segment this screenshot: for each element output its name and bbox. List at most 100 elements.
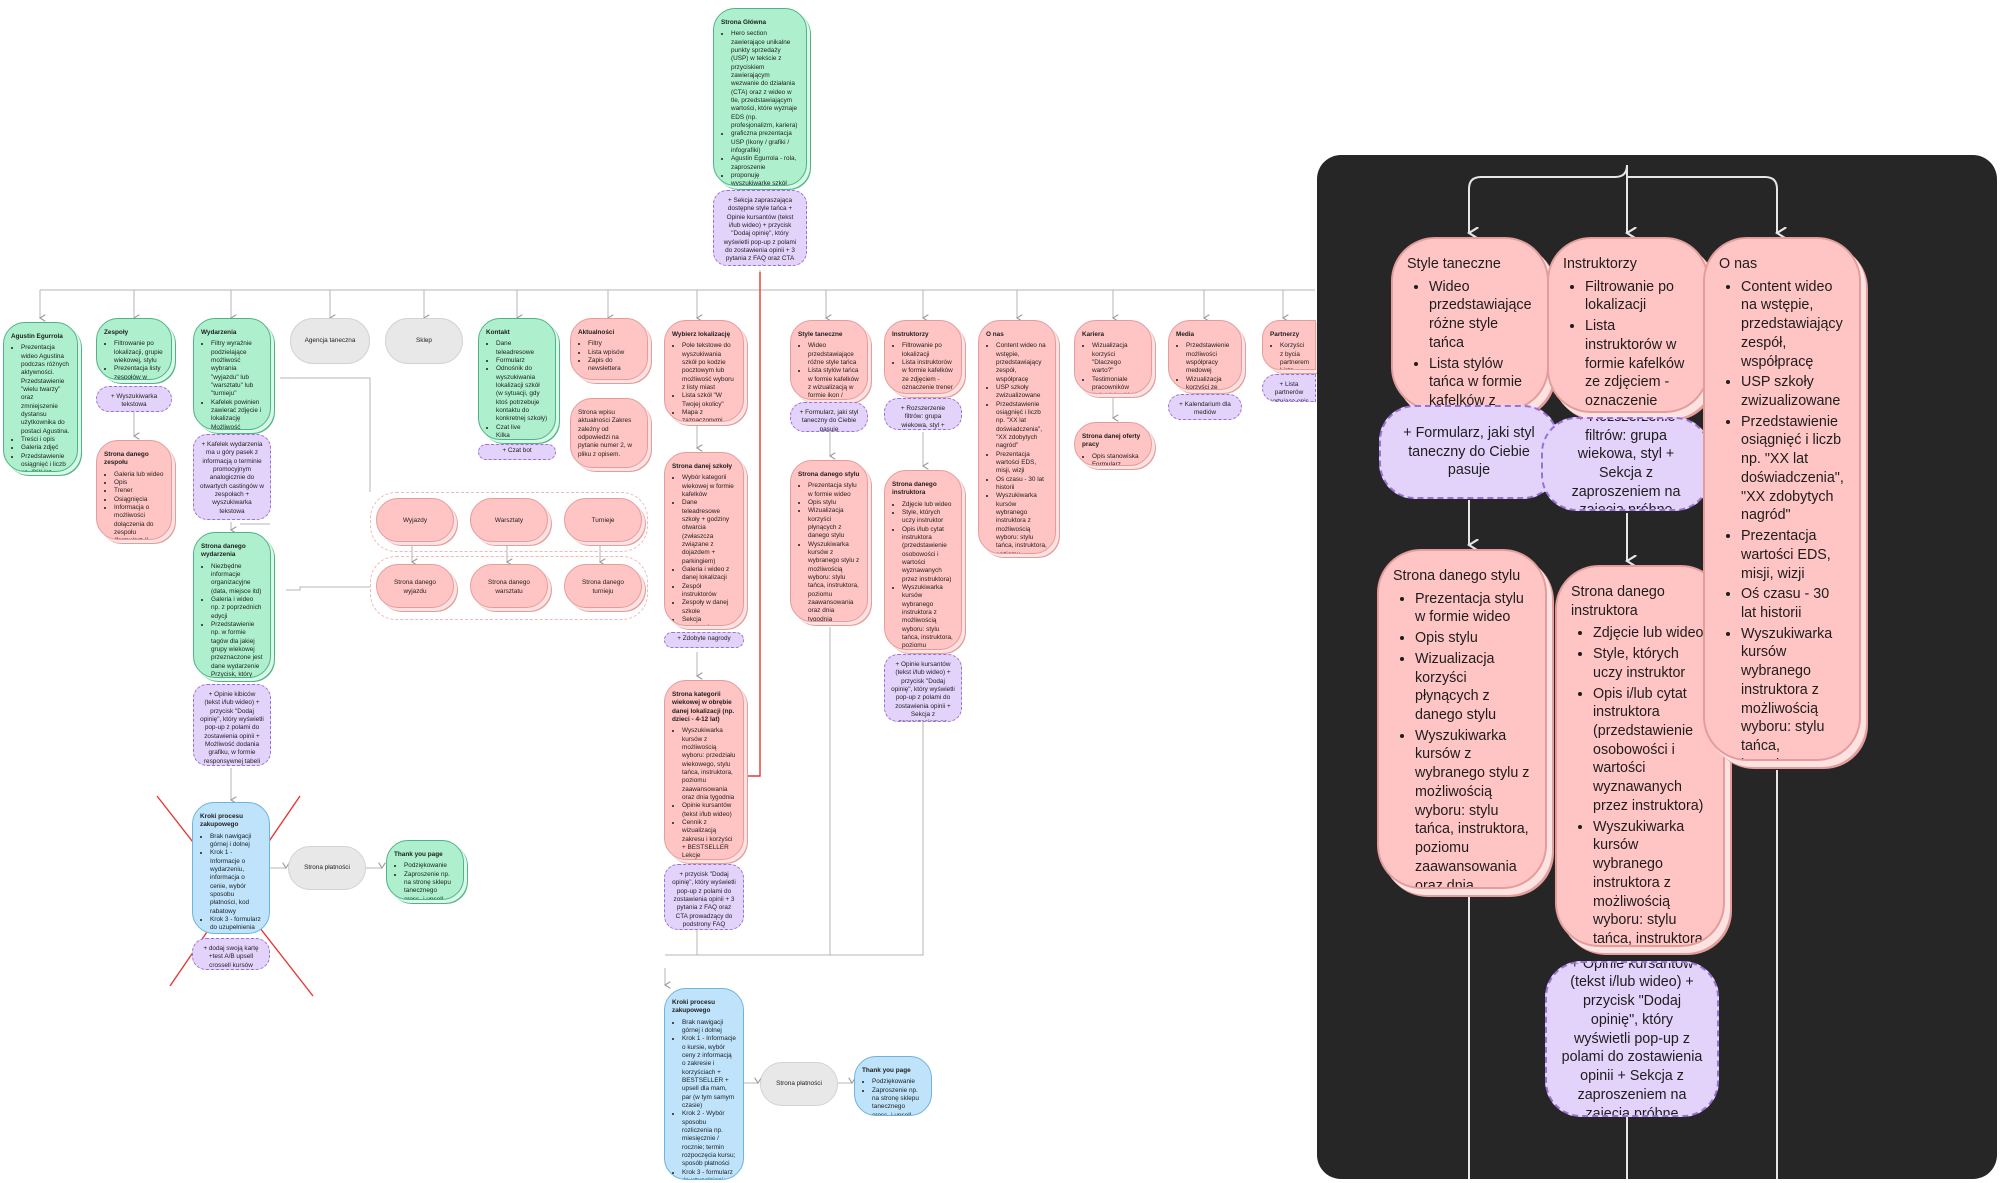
bullet-list: Brak nawigacji górnej i dolnejKrok 1 - I…: [672, 1019, 736, 1179]
list-item: Oś czasu - 30 lat historii: [996, 476, 1048, 493]
bullet-list: Hero section zawierające unikalne punkty…: [721, 30, 799, 185]
node-media-add: + Kalendarium dla mediów: [1168, 394, 1242, 420]
list-item: Wyszukiwarka kursów wybranego instruktor…: [1593, 818, 1709, 945]
node-instruktorzy: Instruktorzy Filtrowanie po lokalizacjiL…: [884, 320, 962, 394]
list-item: Style, których uczy instruktor: [902, 509, 954, 526]
node-kariera: Kariera Wizualizacja korzyści "Dlaczego …: [1074, 320, 1152, 394]
node-kategoria-page: Strona kategorii wiekowej w obrębie dane…: [664, 680, 744, 860]
bullet-list: Dane teleadresoweFormularzOdnośnik do wy…: [486, 340, 548, 439]
node-sklep: Sklep: [385, 318, 463, 364]
list-item: Testimoniale pracowników (tekst lub wide…: [1092, 376, 1144, 393]
list-item: Wizualizacja korzyści płynących z danego…: [808, 507, 860, 540]
list-item: Przedstawienie osiągnięć i liczb np. "XX…: [1741, 413, 1845, 525]
node-strona-glowna: Strona Główna Hero section zawierające u…: [713, 8, 807, 186]
bullet-list: Niezbędne informacje organizacyjne (data…: [201, 563, 263, 677]
list-item: Wyszukiwarka kursów wybranego instruktor…: [996, 492, 1048, 553]
node-proces-zakupowy-2: Kroki procesu zakupowego Brak nawigacji …: [664, 988, 744, 1180]
bullet-list: Content wideo na wstępie, przedstawiając…: [1719, 278, 1845, 759]
list-item: Trener: [114, 487, 164, 495]
list-item: Filtry: [588, 340, 640, 348]
list-item: Kilka najczęstszych pytań FAQ z odnośnik…: [496, 432, 548, 439]
node-agencja: Agencja taneczna: [290, 318, 370, 364]
list-item: Kafelek powinien zawierać zdjęcie i loka…: [211, 399, 263, 424]
events-pages-group: [370, 556, 648, 620]
list-item: Wyszukiwarka kursów wybranego instruktor…: [1741, 625, 1845, 759]
node-kategoria-add: + przycisk "Dodaj opinię", który wyświet…: [664, 864, 744, 930]
list-item: USP szkoły zwizualizowane: [996, 384, 1048, 401]
node-wydarzenia: Wydarzenia Filtry wyraźnie podzielające …: [193, 318, 271, 430]
node-thanks-2: Thank you page PodziękowanieZaproszenie …: [854, 1056, 932, 1116]
node-wpis-page: Strona wpisu aktualności Zakres zależny …: [570, 398, 648, 468]
list-item: Dane teleadresowe szkoły + godziny otwar…: [682, 499, 736, 566]
bullet-list: FiltryLista wpisówZapis do newslettera: [578, 340, 640, 373]
zoom-node-instruktorzy: Instruktorzy Filtrowanie po lokalizacjiL…: [1547, 237, 1709, 413]
bullet-list: Przedstawienie możliwości współpracy med…: [1176, 342, 1234, 389]
bullet-list: Wyszukiwarka kursów z możliwością wyboru…: [672, 727, 736, 859]
list-item: Osiągnięcia: [114, 496, 164, 504]
bullet-list: Filtry wyraźnie podzielające możliwość w…: [201, 340, 263, 429]
node-proces-zakupowy-1-add: + dodaj swoją kartę +test A/B upsell cro…: [192, 938, 270, 970]
node-aktualnosci: Aktualności FiltryLista wpisówZapis do n…: [570, 318, 648, 380]
list-item: Odnośnik do wyszukiwania lokalizacji szk…: [496, 365, 548, 423]
list-item: Galeria i wideo z danej lokalizacji: [682, 566, 736, 583]
list-item: Zapis do newslettera: [588, 357, 640, 374]
node-wydarzenie-page: Strona danego wydarzenia Niezbędne infor…: [193, 532, 271, 678]
node-strona-glowna-add: + Sekcja zapraszająca dostępne style tań…: [713, 190, 807, 266]
zoom-node-style-add: + Formularz, jaki styl taneczny do Ciebi…: [1379, 405, 1559, 499]
list-item: Opis: [114, 479, 164, 487]
node-agustin: Agustin Egurrola Prezentacja wideo Agust…: [3, 322, 78, 472]
bullet-list: Galeria lub wideoOpisTrenerOsiągnięciaIn…: [104, 471, 164, 539]
list-item: Hero section zawierające unikalne punkty…: [731, 30, 799, 130]
list-item: Galeria zdjęć: [21, 444, 70, 452]
node-instruktor-add: + Opinie kursantów (tekst i/lub wideo) +…: [884, 654, 962, 722]
list-item: Filtry wyraźnie podzielające możliwość w…: [211, 340, 263, 398]
list-item: Brak nawigacji górnej i dolnej: [210, 833, 262, 850]
list-item: Podziękowanie: [404, 862, 456, 870]
node-turnieje: Turnieje: [564, 498, 642, 542]
bullet-list: Wideo przedstawiające różne style tańcaL…: [798, 342, 860, 399]
bullet-list: Wybór kategorii wiekowej w formie kafelk…: [672, 474, 736, 625]
list-item: Lista instruktorów w formie kafelków ze …: [902, 359, 954, 393]
list-item: Content wideo na wstępie, przedstawiając…: [1741, 278, 1845, 372]
zoom-node-instruktor-add: + Opinie kursantów (tekst i/lub wideo) +…: [1545, 961, 1719, 1117]
list-item: Galeria lub wideo: [114, 471, 164, 479]
bullet-list: PodziękowanieZaproszenie np. na stronę s…: [394, 862, 456, 899]
list-item: Wizualizacja korzyści ze współpracy: [1186, 376, 1234, 389]
list-item: Lista stylów tańca w formie kafelków z w…: [1429, 355, 1533, 409]
bullet-list: Prezentacja stylu w formie wideoOpis sty…: [798, 482, 860, 621]
list-item: Wyszukiwarka kursów z wybranego stylu z …: [808, 541, 860, 621]
node-zespol-page: Strona danego zespołu Galeria lub wideoO…: [96, 440, 172, 540]
list-item: Lista partnerów (podlinkowana): [1280, 367, 1308, 369]
bullet-list: Korzyści z bycia partneremLista partneró…: [1270, 342, 1309, 369]
list-item: Zaproszenie np. na stronę sklepu taneczn…: [872, 1087, 924, 1112]
list-item: Treści i opis: [21, 436, 70, 444]
node-szkola-page: Strona danej szkoły Wybór kategorii wiek…: [664, 452, 744, 626]
node-warsztat-page: Strona danego warsztatu: [470, 564, 548, 608]
list-item: Formularz zgłoszeniowy: [1092, 461, 1144, 465]
bullet-list: Wizualizacja korzyści "Dlaczego warto?"T…: [1082, 342, 1144, 393]
list-item: Content wideo na wstępie, przedstawiając…: [996, 342, 1048, 384]
list-item: Informacja o możliwości dołączenia do ze…: [114, 504, 164, 539]
list-item: proponuję wyszukiwarkę szkół (mapka lub …: [731, 172, 799, 185]
zoom-node-style: Style taneczne Wideo przedstawiające róż…: [1391, 237, 1549, 411]
list-item: Lista szkół "W Twojej okolicy": [682, 392, 736, 409]
list-item: Brak nawigacji górnej i dolnej: [682, 1019, 736, 1036]
node-lokalizacja: Wybierz lokalizację Pole tekstowe do wys…: [664, 320, 744, 422]
list-item: Opis stylu: [1415, 629, 1531, 648]
node-platnosc-2: Strona płatności: [760, 1062, 838, 1106]
events-category-group: [370, 492, 648, 552]
node-proces-zakupowy-1: Kroki procesu zakupowego Brak nawigacji …: [192, 802, 270, 934]
list-item: graficzna prezentacja USP (Ikony / grafi…: [731, 130, 799, 155]
node-style-add: + Formularz, jaki styl taneczny do Ciebi…: [790, 402, 868, 432]
list-item: Opinie kursantów (tekst i/lub wideo): [682, 802, 736, 819]
list-item: Opis stylu: [808, 499, 860, 507]
node-zespoly-add: + Wyszukiwarka tekstowa: [96, 386, 172, 412]
list-item: Galeria i wideo np. z poprzednich edycji: [211, 596, 263, 621]
list-item: Przedstawienie osiągnięć i liczb np. "XX…: [21, 453, 70, 471]
list-item: Możliwość zapisania się do newslettera: [211, 424, 263, 429]
list-item: Filtrowanie po lokalizacji, grupie wieko…: [114, 340, 164, 365]
list-item: Przycisk, który przenosi do procesu zaku…: [211, 671, 263, 677]
node-wydarzenia-add: + Kafelek wydarzenia ma u góry pasek z i…: [193, 434, 271, 520]
list-item: Filtrowanie po lokalizacji: [902, 342, 954, 359]
node-onas: O nas Content wideo na wstępie, przedsta…: [978, 320, 1056, 554]
